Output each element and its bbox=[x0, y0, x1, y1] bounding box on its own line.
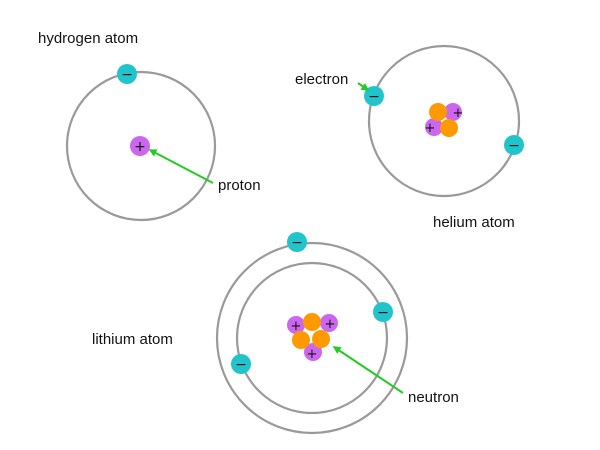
hydrogen-electron: − bbox=[117, 64, 137, 84]
proton-label: proton bbox=[218, 177, 261, 194]
neutron-particle bbox=[429, 103, 447, 121]
electron-particle bbox=[287, 232, 307, 252]
lithium-atom-label: lithium atom bbox=[92, 331, 173, 348]
electron-particle bbox=[231, 354, 251, 374]
electron-particle bbox=[117, 64, 137, 84]
hydrogen-proton: + bbox=[130, 136, 150, 156]
lithium-electron: − bbox=[373, 302, 393, 322]
proton-particle bbox=[304, 343, 322, 361]
hydrogen-atom-label: hydrogen atom bbox=[38, 30, 138, 47]
hydrogen-atom: + − bbox=[65, 64, 217, 222]
helium-nucleus: + + bbox=[425, 103, 464, 137]
electron-pointer-arrow bbox=[357, 82, 370, 91]
electron-particle bbox=[504, 135, 524, 155]
proton-pointer-arrow bbox=[148, 149, 214, 184]
lithium-atom: + + + − − − bbox=[215, 232, 409, 435]
lithium-electron: − bbox=[287, 232, 307, 252]
helium-atom: + + − − bbox=[364, 44, 524, 198]
helium-orbit bbox=[367, 44, 521, 198]
neutron-particle bbox=[303, 313, 321, 331]
helium-electron: − bbox=[364, 86, 384, 106]
proton-particle bbox=[320, 314, 338, 332]
electron-sign: − bbox=[508, 138, 520, 154]
proton-sign: + bbox=[325, 317, 336, 332]
proton-sign: + bbox=[425, 121, 436, 136]
proton-particle bbox=[130, 136, 150, 156]
helium-atom-label: helium atom bbox=[433, 214, 515, 231]
lithium-electron: − bbox=[231, 354, 251, 374]
helium-electron: − bbox=[504, 135, 524, 155]
neutron-label: neutron bbox=[408, 389, 459, 406]
proton-particle bbox=[444, 103, 462, 121]
proton-particle bbox=[425, 118, 443, 136]
lithium-outer-orbit bbox=[215, 241, 409, 435]
electron-sign: − bbox=[291, 235, 303, 251]
electron-sign: − bbox=[368, 89, 380, 105]
neutron-particle bbox=[312, 330, 330, 348]
electron-sign: − bbox=[377, 305, 389, 321]
lithium-inner-orbit bbox=[235, 261, 389, 415]
electron-particle bbox=[364, 86, 384, 106]
lithium-nucleus: + + + bbox=[287, 313, 338, 362]
neutron-particle bbox=[440, 119, 458, 137]
hydrogen-orbit bbox=[65, 70, 217, 222]
proton-sign: + bbox=[291, 319, 302, 334]
proton-sign: + bbox=[134, 139, 146, 155]
neutron-particle bbox=[292, 331, 310, 349]
electron-sign: − bbox=[235, 357, 247, 373]
electron-particle bbox=[373, 302, 393, 322]
electron-sign: − bbox=[121, 67, 133, 83]
neutron-pointer-arrow bbox=[332, 346, 404, 394]
proton-sign: + bbox=[307, 347, 318, 362]
proton-sign: + bbox=[453, 106, 464, 121]
proton-particle bbox=[287, 316, 305, 334]
electron-label: electron bbox=[295, 71, 348, 88]
